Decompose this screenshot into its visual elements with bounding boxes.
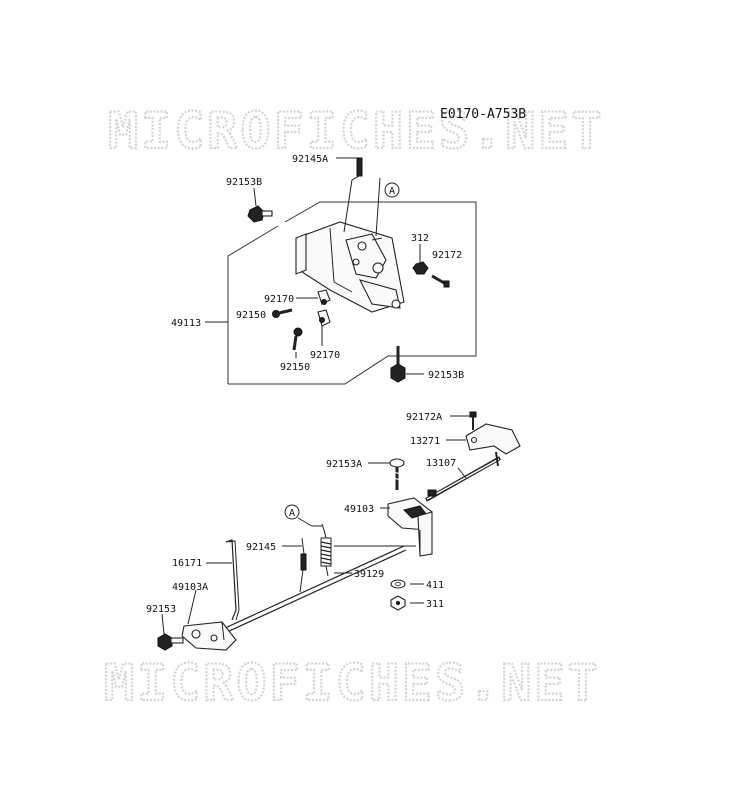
label-92172A: 92172A: [406, 412, 442, 423]
watermark-top: MICROFICHES.NET: [108, 102, 605, 160]
bracket-49103A: [181, 621, 237, 651]
label-92153: 92153: [146, 604, 176, 615]
screw-92150-a: [272, 308, 293, 318]
label-311: 311: [426, 599, 444, 610]
control-bracket: [295, 221, 405, 313]
label-92150-a: 92150: [236, 310, 266, 321]
label-16171: 16171: [172, 558, 202, 569]
watermark-bottom: MICROFICHES.NET: [104, 654, 601, 712]
spring-92145A: [343, 157, 363, 233]
label-92170-b: 92170: [310, 350, 340, 361]
bracket-49103: [387, 497, 433, 557]
label-49113: 49113: [171, 318, 201, 329]
label-39129: 39129: [354, 569, 384, 580]
label-92153B-bottom: 92153B: [428, 370, 464, 381]
screw-92172: [431, 274, 450, 288]
spring-small: [299, 537, 307, 593]
bolt-92153B-top: [247, 205, 273, 223]
washer-411: [390, 579, 406, 589]
lever-16171: [225, 539, 240, 621]
spring-92145: [320, 523, 332, 577]
label-92145A: 92145A: [292, 154, 328, 165]
label-411: 411: [426, 580, 444, 591]
label-13107: 13107: [426, 458, 456, 469]
bolt-92153B-bottom: [390, 346, 406, 383]
callout-a-lower-letter: A: [289, 508, 295, 519]
clip-92170-b: [317, 309, 331, 327]
label-92150-b: 92150: [280, 362, 310, 373]
diagram-code: E0170-A753B: [440, 107, 526, 122]
shaft-13107: [425, 451, 501, 502]
clip-92170-a: [317, 289, 331, 305]
label-49103: 49103: [344, 504, 374, 515]
label-92145: 92145: [246, 542, 276, 553]
screw-92172A: [469, 411, 477, 430]
callout-a-upper-letter: A: [389, 186, 395, 197]
assembly-frame-49113: [205, 201, 477, 385]
callout-a-upper: A: [375, 177, 400, 237]
label-92153B-top: 92153B: [226, 177, 262, 188]
nut-311: [390, 595, 406, 611]
label-92172: 92172: [432, 250, 462, 261]
nut-312: [412, 261, 429, 275]
label-92170-a: 92170: [264, 294, 294, 305]
bolt-92153A: [389, 458, 405, 490]
label-312: 312: [411, 233, 429, 244]
label-13271: 13271: [410, 436, 440, 447]
bolt-92153: [157, 633, 184, 651]
plate-13271: [465, 423, 521, 455]
screw-92150-b: [292, 327, 303, 351]
label-49103A: 49103A: [172, 582, 208, 593]
rod-39129: [211, 545, 407, 639]
label-92153A: 92153A: [326, 459, 362, 470]
callout-a-lower: A: [284, 504, 322, 527]
